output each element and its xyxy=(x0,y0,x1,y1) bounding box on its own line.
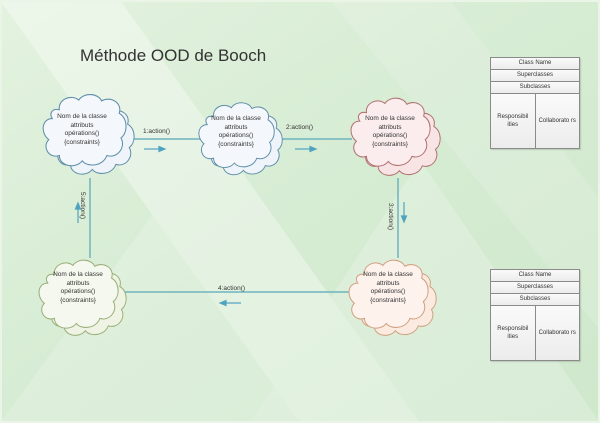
crc-subclasses[interactable]: Subclasses xyxy=(491,294,579,306)
class-name: Nom de la classe xyxy=(211,115,261,122)
direction-arrows xyxy=(74,145,408,307)
crc-card-2[interactable]: Class Name Superclasses Subclasses Respo… xyxy=(490,269,580,361)
class-constraints: {constraints} xyxy=(64,138,100,146)
crc-collaborators[interactable]: Collaborato rs xyxy=(534,306,579,360)
message-label-4: 4:action() xyxy=(218,285,246,292)
arrow-left-icon xyxy=(218,299,241,307)
class-constraints: {constraints} xyxy=(372,140,408,148)
class-operations: opérations() xyxy=(370,288,406,295)
crc-responsibilities[interactable]: Responsibil ities xyxy=(491,306,535,360)
class-operations: opérations() xyxy=(372,132,408,139)
message-label-2: 2:action() xyxy=(286,124,314,131)
crc-subclasses[interactable]: Subclasses xyxy=(491,82,579,94)
crc-responsibilities[interactable]: Responsibil ities xyxy=(491,94,535,148)
class-text-2: Nom de la classe attributs opérations() … xyxy=(191,115,281,149)
class-name: Nom de la classe xyxy=(53,271,103,278)
class-operations: opérations() xyxy=(218,132,254,139)
crc-collaborators[interactable]: Collaborato rs xyxy=(534,94,579,148)
crc-class-name[interactable]: Class Name xyxy=(491,58,579,70)
message-label-1: 1:action() xyxy=(143,128,171,135)
class-attributes: attributs xyxy=(378,123,402,131)
arrow-right-icon xyxy=(144,145,167,153)
class-name: Nom de la classe xyxy=(365,115,415,122)
class-name: Nom de la classe xyxy=(57,113,107,120)
class-constraints: {constraints} xyxy=(370,296,406,304)
crc-card-1[interactable]: Class Name Superclasses Subclasses Respo… xyxy=(490,57,580,149)
class-attributes: attributs xyxy=(376,279,400,287)
arrow-up-icon xyxy=(74,201,82,223)
crc-superclasses[interactable]: Superclasses xyxy=(491,70,579,82)
arrow-right-icon xyxy=(295,145,318,153)
diagram-title: Méthode OOD de Booch xyxy=(80,46,267,65)
class-text-3: Nom de la classe attributs opérations() … xyxy=(345,115,435,149)
connectors xyxy=(89,138,399,293)
crc-class-name[interactable]: Class Name xyxy=(491,270,579,282)
crc-superclasses[interactable]: Superclasses xyxy=(491,282,579,294)
message-label-5: 5:action() xyxy=(79,192,86,220)
class-constraints: {constraints} xyxy=(60,296,96,304)
class-attributes: attributs xyxy=(70,121,94,129)
class-operations: opérations() xyxy=(64,130,100,137)
class-text-5: Nom de la classe attributs opérations() … xyxy=(33,271,123,305)
class-text-4: Nom de la classe attributs opérations() … xyxy=(343,271,433,305)
arrow-down-icon xyxy=(400,202,408,224)
class-constraints: {constraints} xyxy=(218,140,254,148)
class-attributes: attributs xyxy=(66,279,90,287)
class-name: Nom de la classe xyxy=(363,271,413,278)
message-label-3: 3:action() xyxy=(387,203,394,231)
class-text-1: Nom de la classe attributs opérations() … xyxy=(37,113,127,147)
class-operations: opérations() xyxy=(60,288,96,295)
class-attributes: attributs xyxy=(224,123,248,131)
